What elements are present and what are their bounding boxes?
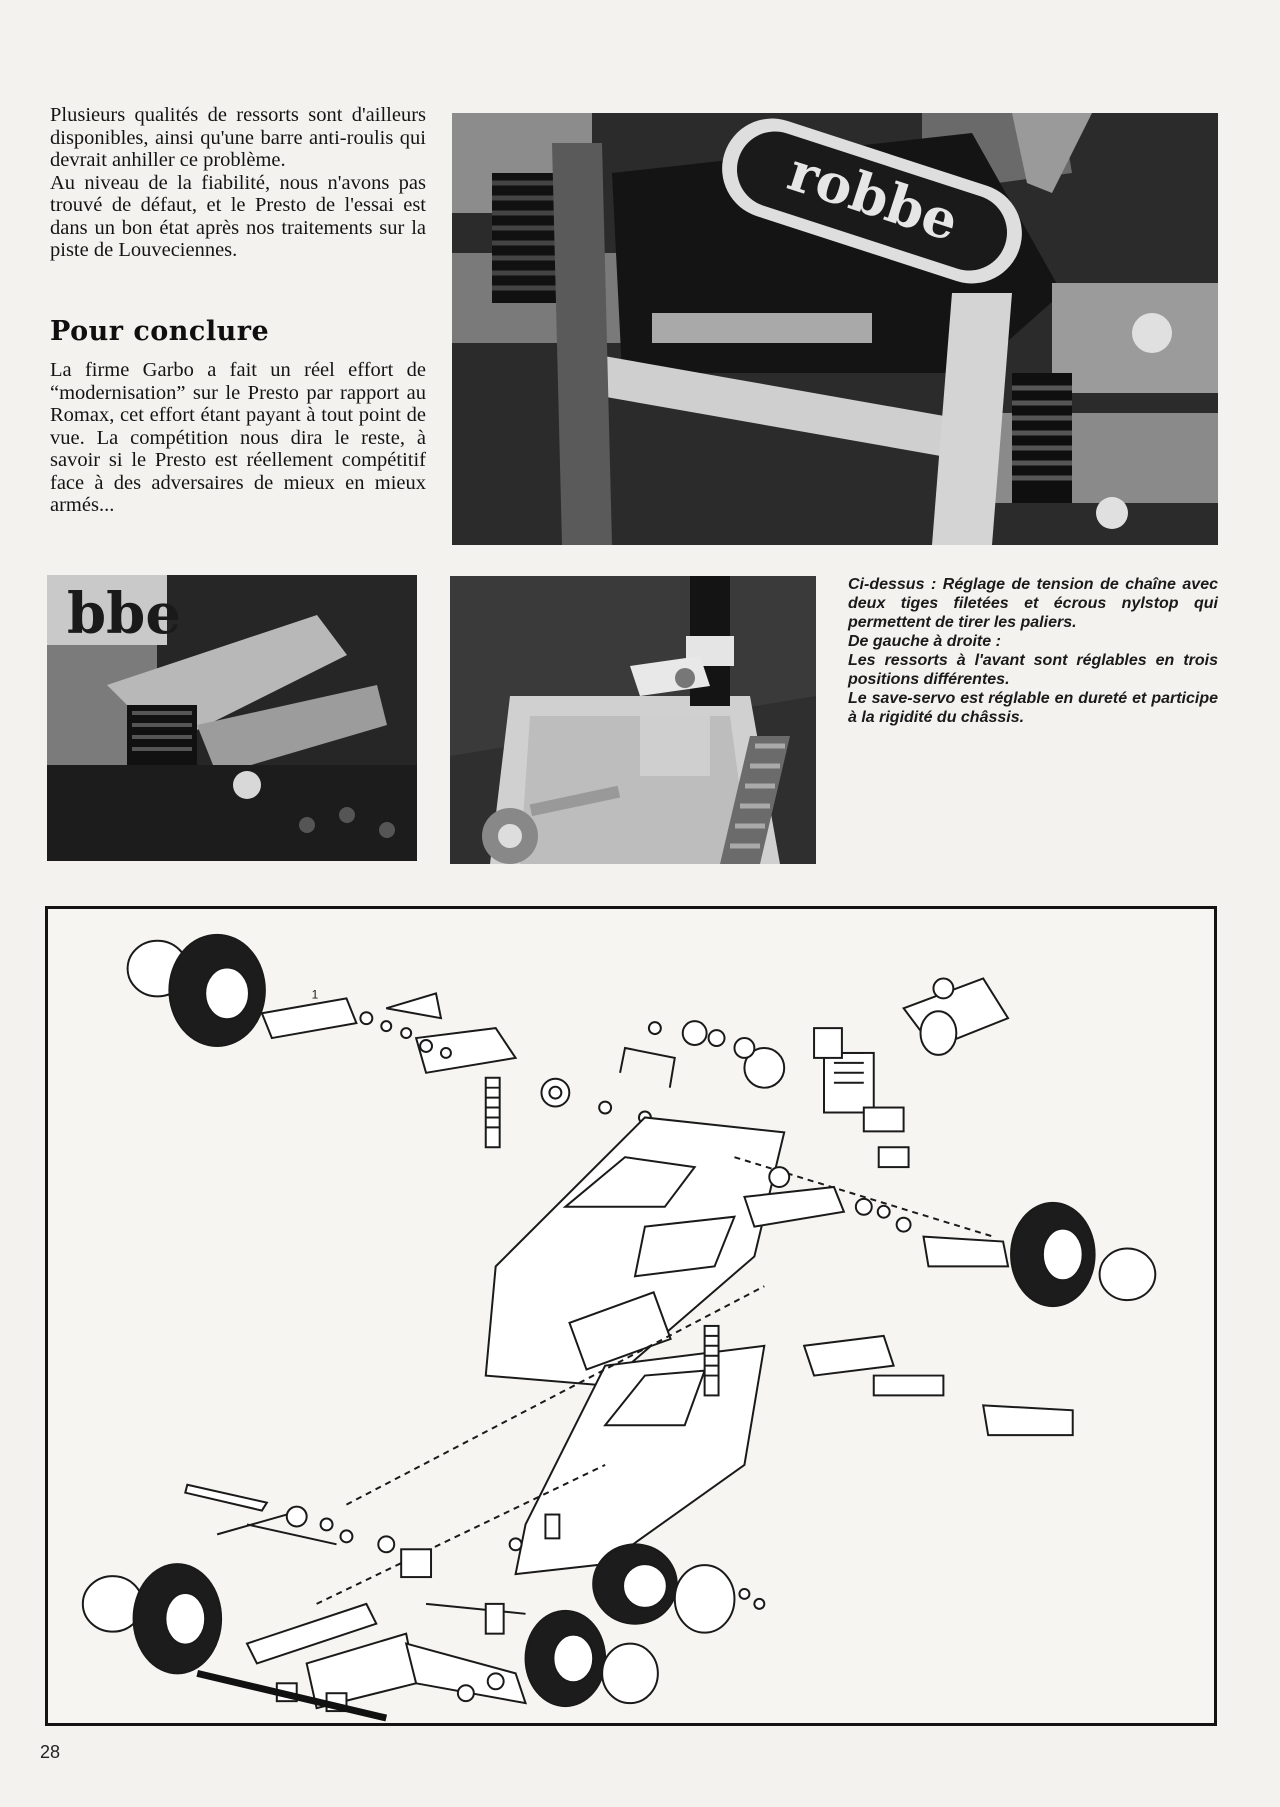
article-paragraph-1: Plusieurs qualités de ressorts sont d'ai… bbox=[50, 104, 426, 171]
part-label: 1 bbox=[312, 987, 319, 1001]
article-column-top: Plusieurs qualités de ressorts sont d'ai… bbox=[50, 104, 426, 262]
article-column-bottom: La firme Garbo a fait un réel effort de … bbox=[50, 359, 426, 517]
photo-chassis-top: robbe bbox=[452, 113, 1218, 545]
photo-caption: Ci-dessus : Réglage de tension de chaîne… bbox=[848, 575, 1218, 727]
section-heading: Pour conclure bbox=[50, 316, 270, 347]
photo-front-springs: bbe bbox=[47, 575, 417, 861]
wheel-rear-right bbox=[1010, 1201, 1157, 1308]
article-paragraph-2: Au niveau de la fiabilité, nous n'avons … bbox=[50, 171, 426, 262]
wheel-front-bottom bbox=[524, 1609, 659, 1708]
caption-line-1: Ci-dessus : Réglage de tension de chaîne… bbox=[848, 576, 1218, 631]
exploded-diagram: 1 bbox=[45, 906, 1217, 1726]
caption-line-2: De gauche à droite : bbox=[848, 633, 1001, 650]
page-number: 28 bbox=[40, 1742, 61, 1762]
wheel-rear-left bbox=[126, 933, 266, 1047]
wheel-front-right bbox=[592, 1543, 736, 1634]
engine bbox=[743, 1027, 910, 1169]
caption-line-3: Les ressorts à l'avant sont réglables en… bbox=[848, 652, 1218, 688]
article-paragraph-3: La firme Garbo a fait un réel effort de … bbox=[50, 359, 426, 516]
wheel-front-left bbox=[81, 1563, 223, 1675]
robbe-logo-partial: bbe bbox=[67, 581, 181, 647]
caption-line-4: Le save-servo est réglable en dureté et … bbox=[848, 690, 1218, 726]
photo-save-servo bbox=[450, 576, 816, 864]
